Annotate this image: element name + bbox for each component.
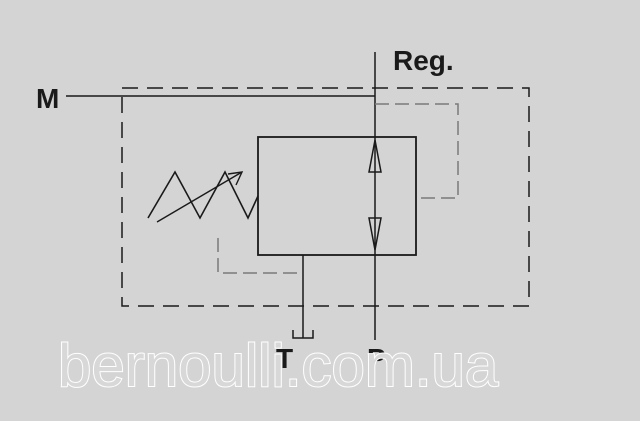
spring-adjust-arrow (156, 171, 243, 223)
spool-box (257, 136, 417, 256)
drain-line-left (217, 238, 303, 274)
flow-arrow-down (368, 217, 382, 251)
valve-envelope (121, 87, 530, 307)
t-tank-symbol (292, 330, 314, 339)
flow-arrow-up (368, 139, 382, 173)
port-label-m: M (36, 83, 59, 114)
port-label-t: T (276, 343, 293, 374)
watermark-text: bernoulli.com.ua (58, 332, 499, 399)
spring-adjust-arrowhead (227, 171, 244, 186)
port-label-p: P (367, 343, 386, 374)
pilot-line-right (375, 103, 459, 199)
adjustable-spring (147, 170, 259, 220)
port-label-reg: Reg. (393, 45, 454, 76)
